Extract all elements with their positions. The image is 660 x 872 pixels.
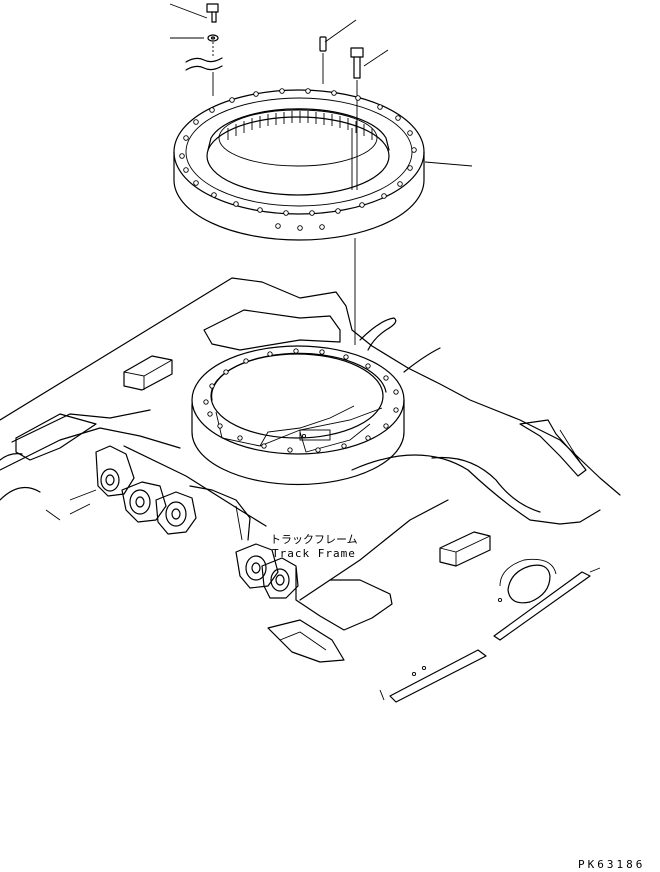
bolt-holes — [179, 88, 417, 231]
swing-circle — [173, 88, 425, 241]
mount-bolt-icon — [350, 47, 364, 345]
leader-lines — [169, 3, 473, 167]
frame-ring-holes — [203, 348, 399, 453]
break-symbol — [185, 42, 223, 96]
track-frame-label-en: Track Frame — [272, 547, 356, 560]
swing-circle-leader — [424, 161, 473, 167]
track-frame-label-jp: トラックフレーム — [270, 533, 358, 546]
frame-detail-holes — [301, 433, 503, 677]
boom-foot-bosses — [95, 445, 299, 599]
pin-leader — [324, 19, 357, 43]
dowel-pin-icon — [319, 36, 327, 84]
gear-teeth — [227, 111, 373, 140]
bolt-leader — [169, 3, 208, 19]
washer-icon — [207, 34, 219, 42]
bolt-icon — [206, 3, 219, 23]
document-id: PK63186 — [578, 858, 646, 871]
mount-bolt-leader — [363, 49, 389, 67]
track-frame — [0, 277, 621, 703]
